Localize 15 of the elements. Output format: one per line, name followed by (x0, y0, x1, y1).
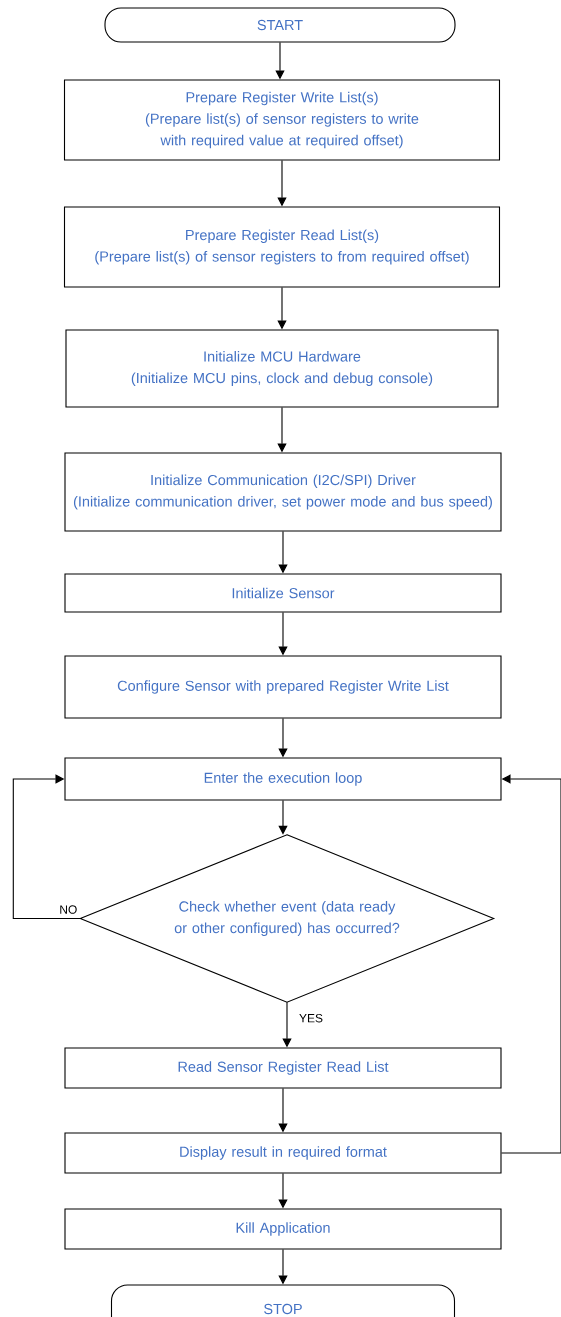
edge-label: YES (298, 1012, 324, 1024)
process-box: Prepare Register Write List(s) (Prepare list(s) of sensor registers to write with required value at required offset) (63, 79, 501, 161)
process-box: Initialize Sensor (64, 573, 502, 613)
arrow (12, 774, 81, 920)
edge-label: NO (58, 904, 79, 915)
process-box: Enter the execution loop (64, 757, 502, 801)
process-box: Prepare Register Read List(s) (Prepare list(s) of sensor registers to from required offset) (63, 206, 501, 288)
process-box: Initialize Communication (I2C/SPI) Driver (Initialize communication driver, set power mode and bus speed) (64, 452, 502, 532)
arrow (278, 800, 288, 835)
process-box: Initialize MCU Hardware (Initialize MCU pins, clock and debug console) (65, 329, 499, 408)
process-box: Display result in required format (64, 1132, 502, 1174)
process-box: Read Sensor Register Read List (64, 1047, 502, 1089)
arrow (501, 774, 561, 1154)
process-box: Configure Sensor with prepared Register Write List (64, 655, 502, 719)
process-box: Kill Application (64, 1208, 502, 1250)
